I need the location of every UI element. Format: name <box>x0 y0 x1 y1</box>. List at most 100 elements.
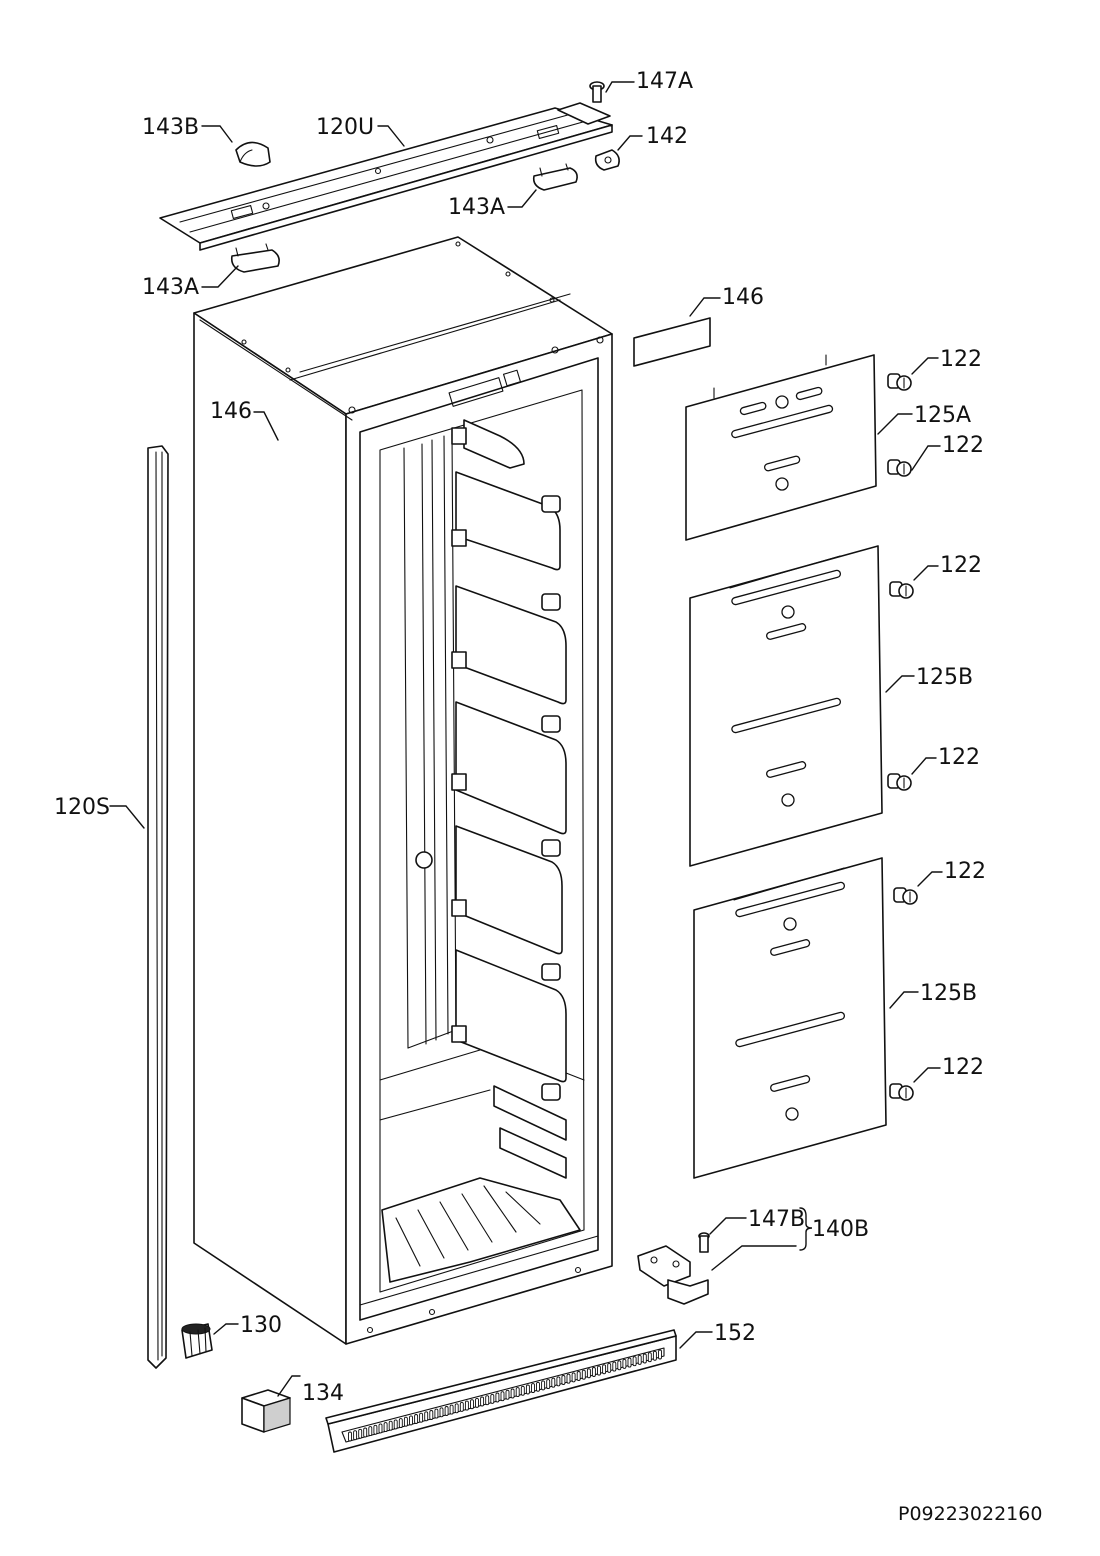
callout-140B: 140B <box>812 1217 869 1242</box>
vent-slot <box>429 1410 434 1420</box>
vent-slot <box>556 1376 561 1387</box>
vent-slot <box>348 1431 352 1442</box>
vent-slot <box>591 1367 596 1377</box>
screw-147A <box>589 81 605 103</box>
cap-143A-left <box>230 243 280 273</box>
vent-slot <box>434 1408 439 1419</box>
callout-122-5: 122 <box>944 859 986 884</box>
vent-slot <box>485 1395 490 1406</box>
vent-slot <box>424 1411 429 1422</box>
vent-slot <box>419 1412 424 1423</box>
vent-slot <box>576 1371 581 1381</box>
callout-120U: 120U <box>316 115 374 140</box>
vent-slot <box>454 1403 459 1414</box>
top-frame-120U <box>159 102 613 251</box>
vent-slot <box>602 1364 607 1375</box>
callout-146-right: 146 <box>722 285 764 310</box>
vent-slot <box>525 1384 530 1395</box>
screws-122 <box>887 373 918 1101</box>
vent-slot <box>449 1404 454 1415</box>
callout-152: 152 <box>714 1321 756 1346</box>
vent-slot <box>642 1353 647 1364</box>
cap-143B <box>235 141 271 167</box>
vent-slot <box>363 1427 368 1438</box>
vent-slot <box>632 1356 637 1367</box>
vent-slot <box>551 1377 556 1388</box>
callout-143A-left: 143A <box>142 275 199 300</box>
cap-143A-right <box>532 163 578 191</box>
screw-122-6 <box>889 1083 914 1101</box>
kick-plate-152 <box>325 1329 677 1453</box>
vent-slot <box>531 1383 535 1394</box>
callout-120S: 120S <box>54 795 110 820</box>
vent-slot <box>647 1352 652 1363</box>
vent-slot <box>622 1358 627 1369</box>
cap-134 <box>241 1389 291 1433</box>
vent-slot <box>368 1426 373 1437</box>
vent-slot <box>566 1373 571 1384</box>
vent-slot <box>383 1422 388 1433</box>
seal-strip-120S <box>147 445 169 1369</box>
vent-slot <box>505 1389 510 1400</box>
vent-slot <box>561 1375 566 1385</box>
callout-122-2: 122 <box>942 433 984 458</box>
vent-slot <box>500 1391 505 1402</box>
screw-147B <box>698 1232 710 1253</box>
screw-122-3 <box>889 581 914 599</box>
vent-slot <box>373 1424 378 1435</box>
vent-slot <box>393 1419 398 1430</box>
vent-slot <box>495 1392 500 1403</box>
vent-slot <box>617 1360 622 1371</box>
foot-130 <box>181 1323 213 1359</box>
bracket-142 <box>594 149 620 171</box>
vent-slot <box>607 1362 612 1373</box>
leader-lines <box>109 81 943 1397</box>
callout-147B: 147B <box>748 1207 805 1232</box>
callout-125B-2: 125B <box>920 981 977 1006</box>
document-id: P09223022160 <box>898 1503 1042 1525</box>
vent-slot <box>464 1400 469 1411</box>
panel-125A <box>685 354 877 541</box>
vent-slot <box>536 1381 540 1392</box>
vent-slot <box>403 1416 408 1427</box>
vent-slot <box>409 1415 413 1426</box>
vent-slot <box>510 1388 515 1399</box>
vent-slot <box>612 1361 617 1372</box>
vent-slot <box>520 1385 525 1396</box>
vent-slot <box>515 1387 520 1398</box>
callout-125B-1: 125B <box>916 665 973 690</box>
callout-130: 130 <box>240 1313 282 1338</box>
screw-122-2 <box>887 459 912 477</box>
vent-slot <box>597 1365 601 1376</box>
cabinet-body <box>193 236 613 1345</box>
vent-slot <box>490 1393 495 1404</box>
screw-122-5 <box>893 887 918 905</box>
callout-labels: 147A 143B 120U 142 143A 143A 146 146 122… <box>54 69 1042 1525</box>
label-146-right <box>633 317 711 367</box>
hinge-140B <box>637 1245 709 1305</box>
kick-plate-vents <box>348 1349 662 1442</box>
callout-147A: 147A <box>636 69 693 94</box>
vent-slot <box>378 1423 383 1434</box>
vent-slot <box>358 1428 363 1439</box>
vent-slot <box>444 1406 449 1416</box>
callout-122-4: 122 <box>938 745 980 770</box>
vent-slot <box>652 1350 657 1361</box>
panel-125B-upper <box>689 545 883 867</box>
callout-143A-right: 143A <box>448 195 505 220</box>
vent-slot <box>475 1397 479 1408</box>
vent-slot <box>658 1349 662 1360</box>
callout-142: 142 <box>646 124 688 149</box>
shelf-guides <box>451 419 567 1179</box>
vent-slot <box>480 1396 485 1407</box>
vent-slot <box>398 1418 403 1429</box>
callout-122-6: 122 <box>942 1055 984 1080</box>
panel-125B-lower <box>693 857 887 1179</box>
vent-slot <box>586 1368 591 1379</box>
bottom-compartment <box>381 1177 581 1283</box>
vent-slot <box>581 1369 586 1380</box>
callout-125A: 125A <box>914 403 971 428</box>
screw-122-1 <box>887 373 912 391</box>
vent-slot <box>439 1407 444 1418</box>
